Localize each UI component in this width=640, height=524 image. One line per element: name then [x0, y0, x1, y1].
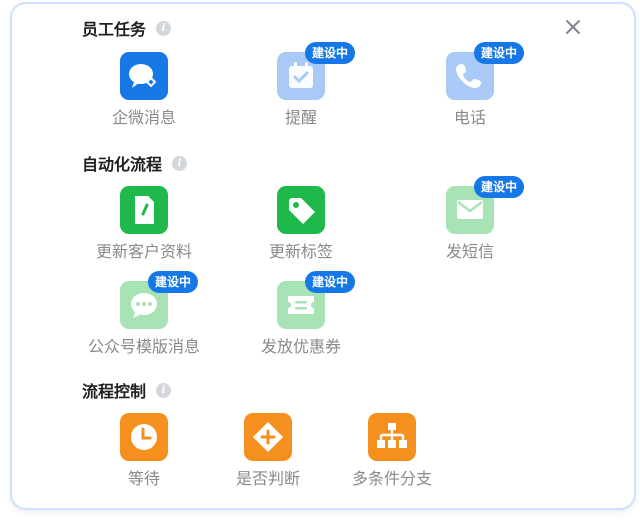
item-wecom-message[interactable]: 企微消息 — [74, 52, 214, 128]
phone-icon: 建设中 — [446, 42, 525, 100]
item-label: 提醒 — [284, 108, 317, 127]
item-update-tag[interactable]: 更新标签 — [231, 186, 371, 262]
item-label: 是否判断 — [235, 469, 300, 488]
section-title-employee-tasks: 员工任务 i — [82, 18, 172, 39]
under-construction-badge: 建设中 — [474, 176, 525, 198]
under-construction-badge: 建设中 — [474, 42, 525, 64]
edit-profile-icon — [120, 186, 168, 234]
item-reminder[interactable]: 建设中 提醒 — [231, 42, 371, 128]
item-issue-coupon[interactable]: 建设中 发放优惠券 — [231, 271, 371, 357]
under-construction-badge: 建设中 — [305, 42, 356, 64]
coupon-icon: 建设中 — [277, 271, 356, 329]
condition-icon — [244, 413, 292, 461]
item-label: 等待 — [127, 469, 160, 488]
item-multi-branch[interactable]: 多条件分支 — [322, 413, 462, 489]
item-update-profile[interactable]: 更新客户资料 — [74, 186, 214, 262]
item-label: 发放优惠券 — [260, 337, 341, 356]
item-send-sms[interactable]: 建设中 发短信 — [400, 176, 540, 262]
info-icon[interactable]: i — [156, 20, 172, 36]
item-label: 更新客户资料 — [95, 242, 192, 261]
sms-icon: 建设中 — [446, 176, 525, 234]
reminder-icon: 建设中 — [277, 42, 356, 100]
tag-icon — [277, 186, 325, 234]
item-label: 多条件分支 — [351, 469, 432, 488]
item-official-account-message[interactable]: 建设中 公众号模版消息 — [74, 271, 214, 357]
item-label: 更新标签 — [268, 242, 333, 261]
item-condition[interactable]: 是否判断 — [198, 413, 338, 489]
close-icon[interactable] — [563, 17, 583, 37]
under-construction-badge: 建设中 — [148, 271, 199, 293]
clock-icon — [120, 413, 168, 461]
info-icon[interactable]: i — [156, 382, 172, 398]
item-label: 公众号模版消息 — [87, 337, 200, 356]
under-construction-badge: 建设中 — [305, 271, 356, 293]
item-label: 电话 — [453, 108, 486, 127]
item-phone[interactable]: 建设中 电话 — [400, 42, 540, 128]
item-wait[interactable]: 等待 — [74, 413, 214, 489]
item-label: 发短信 — [445, 242, 494, 261]
section-title-automation: 自动化流程 i — [82, 153, 188, 174]
official-account-message-icon: 建设中 — [120, 271, 199, 329]
branch-icon — [368, 413, 416, 461]
info-icon[interactable]: i — [172, 155, 188, 171]
section-title-flow-control: 流程控制 i — [82, 380, 172, 401]
item-label: 企微消息 — [111, 108, 176, 127]
wecom-message-icon — [120, 52, 168, 100]
